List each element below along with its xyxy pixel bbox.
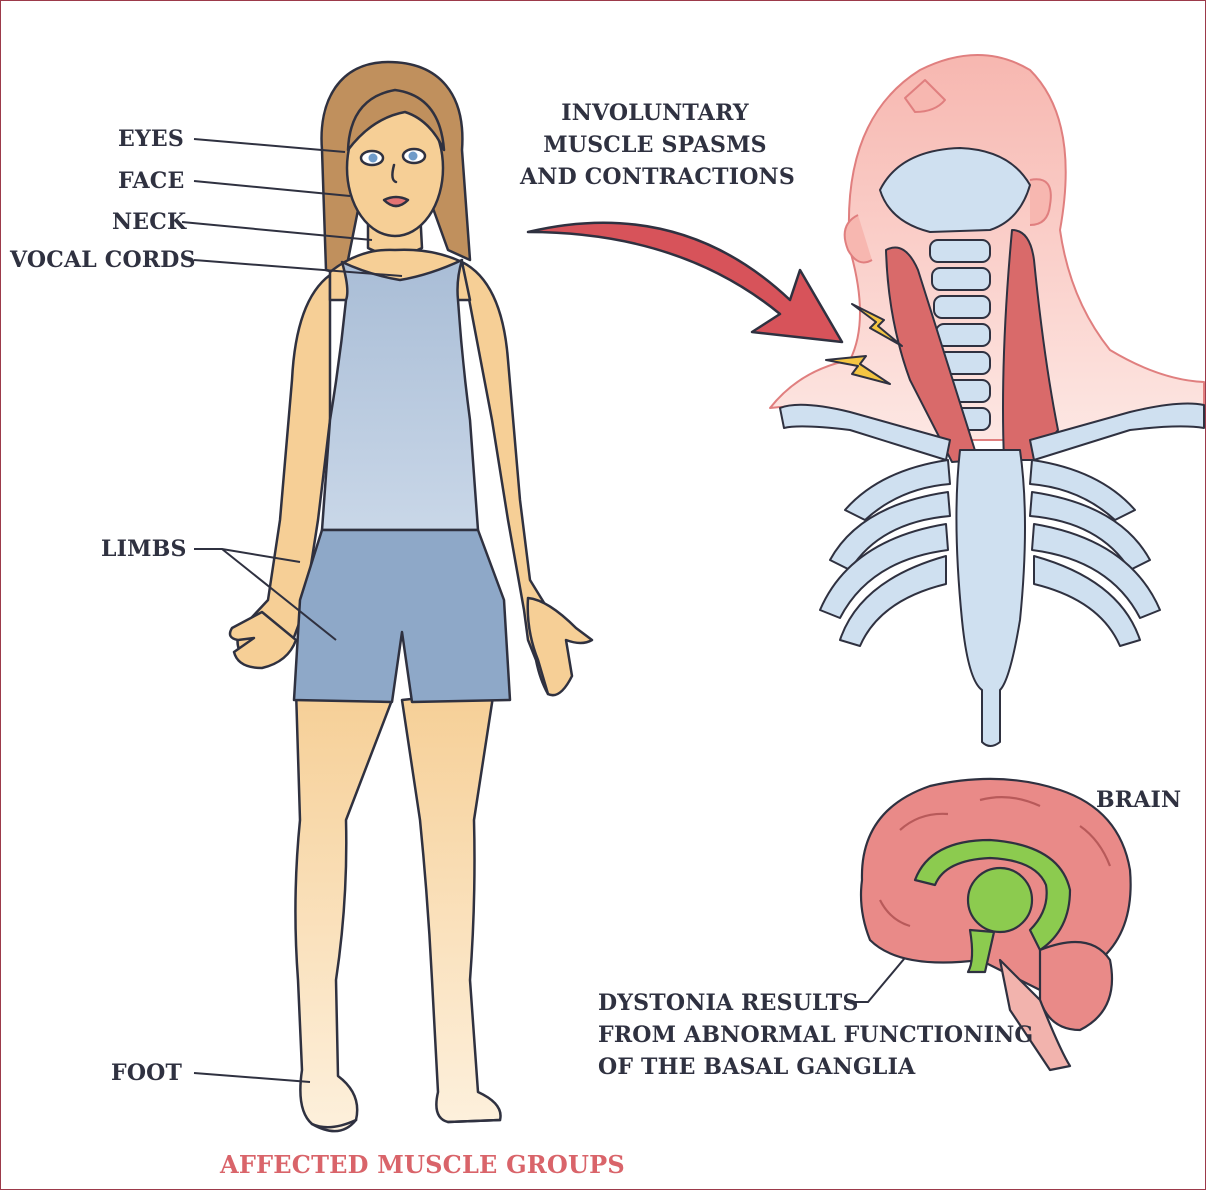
- cerebellum: [1040, 942, 1112, 1030]
- tank-top: [322, 260, 478, 530]
- spasms-line-2: MUSCLE SPASMS: [520, 132, 790, 158]
- dystonia-line-2: FROM ABNORMAL FUNCTIONING: [598, 1022, 1018, 1048]
- spasms-caption: INVOLUNTARY MUSCLE SPASMS AND CONTRACTIO…: [520, 100, 790, 178]
- label-eyes: EYES: [118, 126, 184, 152]
- right-leg: [402, 690, 501, 1122]
- label-vocal-cords: VOCAL CORDS: [10, 247, 196, 273]
- label-limbs: LIMBS: [101, 536, 187, 562]
- sternum: [956, 450, 1025, 746]
- dystonia-line-3: OF THE BASAL GANGLIA: [598, 1054, 1018, 1080]
- label-neck: NECK: [112, 209, 186, 235]
- left-leg: [295, 690, 392, 1131]
- label-face: FACE: [118, 168, 184, 194]
- basal-ganglia-nucleus: [968, 868, 1032, 932]
- neck-skeleton-illustration: [770, 55, 1204, 746]
- woman-figure: [230, 62, 592, 1131]
- dystonia-caption: DYSTONIA RESULTS FROM ABNORMAL FUNCTIONI…: [598, 990, 1018, 1068]
- spasms-line-3: AND CONTRACTIONS: [520, 164, 790, 190]
- dystonia-line-1: DYSTONIA RESULTS: [598, 990, 1018, 1016]
- right-hand: [528, 598, 592, 695]
- spasms-line-1: INVOLUNTARY: [520, 100, 790, 126]
- ribcage: [820, 450, 1160, 746]
- label-brain: BRAIN: [1096, 787, 1181, 813]
- foot-line: [194, 1073, 310, 1082]
- curved-arrow-icon: [528, 223, 842, 342]
- label-foot: FOOT: [111, 1060, 182, 1086]
- shorts: [294, 530, 510, 702]
- figure-title: AFFECTED MUSCLE GROUPS: [220, 1150, 625, 1179]
